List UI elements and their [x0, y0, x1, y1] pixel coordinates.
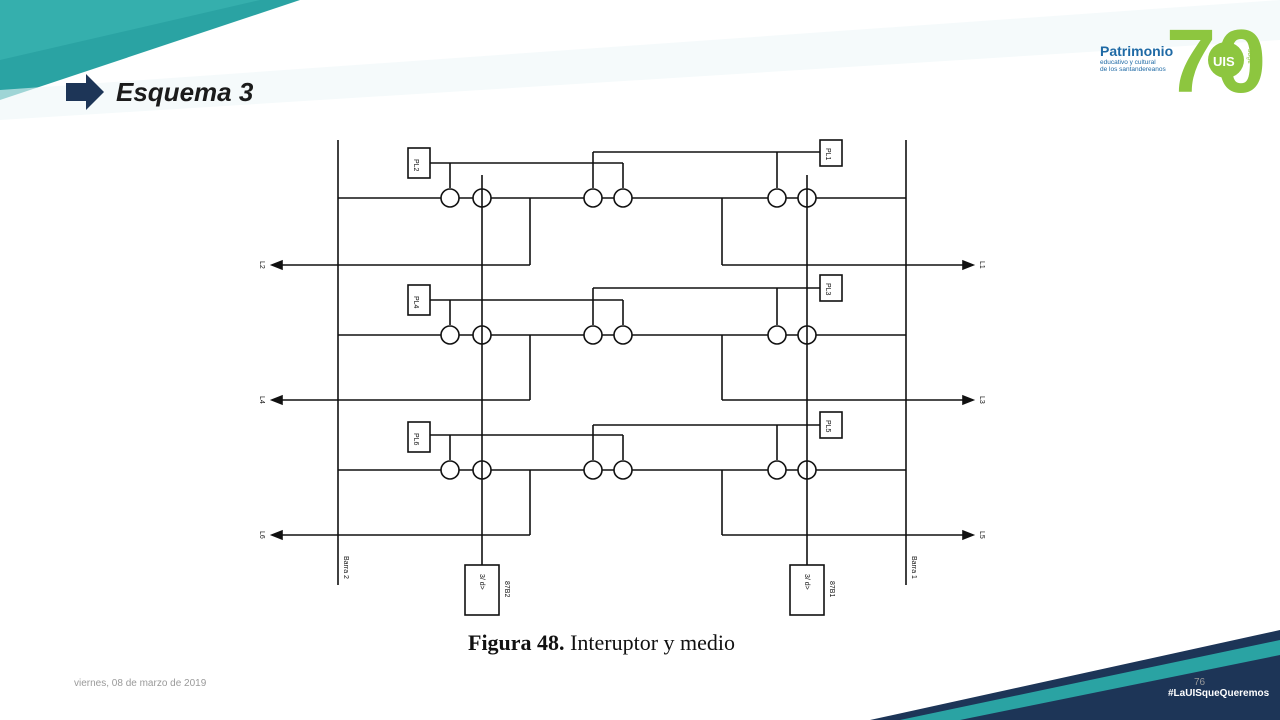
relay-pl2-label: PL2	[412, 159, 419, 172]
figure-caption: Figura 48. Interuptor y medio	[468, 630, 735, 656]
line-l5-label: L5	[978, 531, 985, 539]
diff-relay-right-box	[789, 564, 825, 616]
bay-row-3	[338, 400, 906, 565]
relay-pl5-label: PL5	[824, 420, 831, 433]
bus-right-label: Barra 1	[910, 556, 917, 579]
bay-row-2	[338, 265, 906, 401]
caption-figure-number: Figura 48.	[468, 630, 565, 655]
logo-line3: de los santandereanos	[1100, 66, 1166, 73]
diff-left-box-label: 3/ d>	[478, 574, 485, 590]
slide-title: Esquema 3	[116, 76, 254, 107]
relay-pl3-label: PL3	[824, 283, 831, 296]
diff-right-code-label: 87B1	[828, 581, 835, 597]
line-l2-label: L2	[258, 261, 265, 269]
bay-row-1	[338, 139, 906, 266]
slide-title-group: Esquema 3	[66, 74, 253, 110]
logo-brand: UIS	[1213, 54, 1235, 69]
footer-date: viernes, 08 de marzo de 2019	[74, 678, 207, 689]
logo-word: años	[1247, 48, 1254, 64]
footer-hashtag: #LaUISqueQueremos	[1168, 688, 1270, 699]
diff-left-code-label: 87B2	[503, 581, 510, 597]
logo-subtitle: educativo y cultural de los santanderean…	[1100, 59, 1166, 73]
line-l4-label: L4	[258, 396, 265, 404]
relay-pl1-label: PL1	[824, 148, 831, 161]
relay-pl6-label: PL6	[412, 433, 419, 446]
breaker-and-half-diagram: PL2 PL4 PL6 PL1 PL3 PL5 L2 L4 L6 L1 L3 L…	[258, 139, 985, 616]
diff-right-box-label: 3/ d>	[803, 574, 810, 590]
logo-line2: educativo y cultural	[1100, 59, 1156, 66]
diff-relay-left-box	[464, 564, 500, 616]
bus-left-label: Barra 2	[342, 556, 349, 579]
page-number: 76	[1194, 677, 1206, 688]
relay-pl4-label: PL4	[412, 296, 419, 309]
line-l1-label: L1	[978, 261, 985, 269]
line-l6-label: L6	[258, 531, 265, 539]
line-l3-label: L3	[978, 396, 985, 404]
caption-text: Interuptor y medio	[564, 630, 736, 655]
logo-line1: Patrimonio	[1100, 43, 1174, 59]
arrow-right-icon	[66, 74, 104, 110]
uis-70-anos-logo: 70 UIS años	[1166, 14, 1266, 104]
